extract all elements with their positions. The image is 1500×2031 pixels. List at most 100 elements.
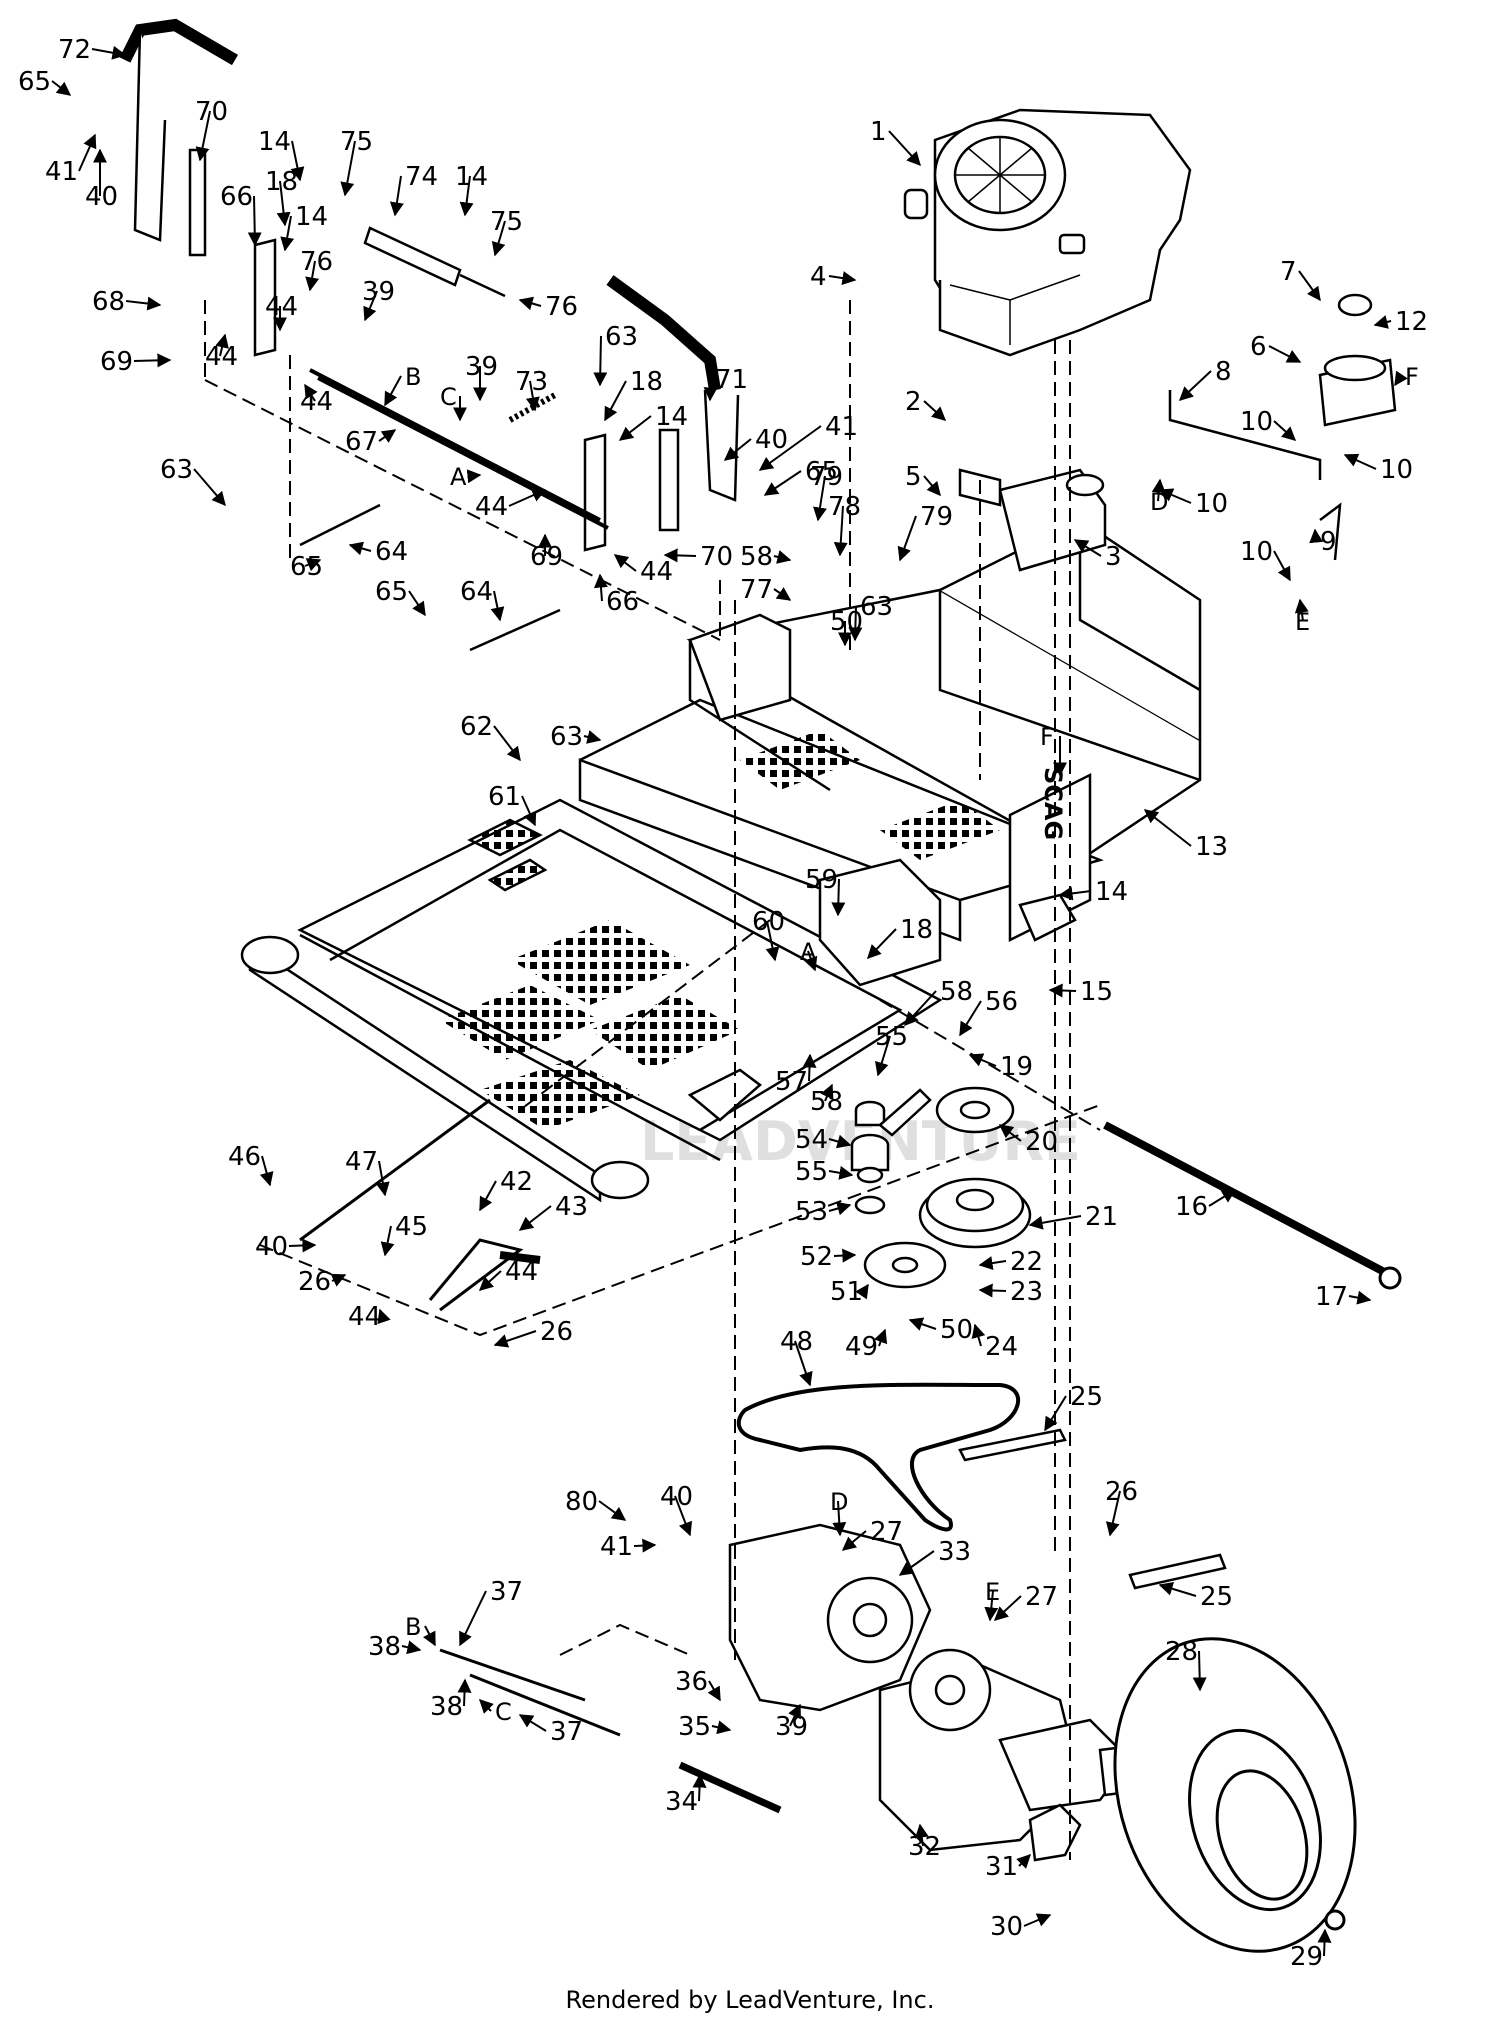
part-label-69: 69 (530, 542, 563, 572)
part-label-76: 76 (545, 292, 578, 322)
part-label-13: 13 (1195, 832, 1228, 862)
footer-credit: Rendered by LeadVenture, Inc. (565, 1986, 935, 2014)
leader-line (763, 470, 802, 496)
leader-line (855, 1283, 869, 1300)
leader-line (1016, 1854, 1031, 1869)
part-label-9: 9 (1320, 527, 1337, 557)
leader-line (133, 353, 172, 368)
leader-line (703, 378, 718, 402)
leader-line (978, 1283, 1007, 1298)
leader-line (78, 133, 97, 172)
part-label-33: 33 (938, 1537, 971, 1567)
leader-line (802, 1053, 817, 1082)
part-label-52: 52 (800, 1242, 833, 1272)
leader-line (888, 130, 921, 167)
leader-line (773, 587, 792, 601)
part-label-38: 38 (430, 1692, 463, 1722)
leader-line (525, 380, 540, 412)
leader-line (898, 1550, 935, 1576)
part-label-40: 40 (85, 182, 118, 212)
leader-line (1048, 983, 1077, 998)
part-label-44: 44 (205, 342, 238, 372)
scag-logo-text: SCAG (1039, 767, 1067, 840)
engine (903, 108, 1192, 357)
part-label-66: 66 (606, 587, 639, 617)
leader-line (923, 400, 947, 421)
part-label-46: 46 (228, 1142, 261, 1172)
part-label-65: 65 (290, 552, 323, 582)
leader-line (1044, 1395, 1067, 1432)
part-label-40: 40 (660, 1482, 693, 1512)
part-label-74: 74 (405, 162, 438, 192)
leader-line (1298, 270, 1321, 302)
leader-line (794, 1340, 813, 1387)
leader-line (773, 550, 792, 564)
leader-line (363, 290, 378, 322)
leader-line (633, 1538, 657, 1553)
leader-line (91, 45, 127, 60)
part-label-67: 67 (345, 427, 378, 457)
connection-letter-F: F (1040, 723, 1054, 751)
part-label-27: 27 (870, 1517, 903, 1547)
leader-line (51, 80, 72, 96)
part-label-72: 72 (58, 35, 91, 65)
part-label-78: 78 (828, 492, 861, 522)
leader-arrows (51, 45, 1408, 1957)
part-label-26: 26 (540, 1317, 573, 1347)
leader-line (1294, 598, 1309, 622)
part-label-64: 64 (375, 537, 408, 567)
part-label-45: 45 (395, 1212, 428, 1242)
part-label-59: 59 (805, 865, 838, 895)
part-label-58: 58 (740, 542, 773, 572)
leader-line (788, 1703, 801, 1727)
part-label-39: 39 (775, 1712, 808, 1742)
leader-line (280, 215, 295, 252)
part-label-25: 25 (1200, 1582, 1233, 1612)
leader-line (833, 505, 848, 557)
part-label-64: 64 (460, 577, 493, 607)
transmissions (728, 1523, 1147, 1862)
leader-line (518, 1205, 552, 1231)
leader-line (459, 1590, 487, 1647)
leader-line (914, 1823, 929, 1847)
part-label-65: 65 (375, 577, 408, 607)
leader-line (604, 380, 627, 422)
part-label-10: 10 (1240, 537, 1273, 567)
part-label-10: 10 (1195, 489, 1228, 519)
leader-line (193, 468, 226, 507)
leader-line (968, 1053, 997, 1067)
part-label-37: 37 (490, 1577, 523, 1607)
part-label-39: 39 (362, 277, 395, 307)
part-label-48: 48 (780, 1327, 813, 1357)
part-label-25: 25 (1070, 1382, 1103, 1412)
leader-line (490, 590, 505, 622)
leader-line (971, 1323, 986, 1347)
leader-line (978, 1256, 1007, 1271)
part-label-63: 63 (605, 322, 638, 352)
leader-line (765, 920, 780, 962)
leader-line (758, 425, 822, 471)
leader-line (479, 1699, 494, 1714)
leader-line (848, 605, 863, 642)
part-label-71: 71 (715, 365, 748, 395)
part-label-30: 30 (990, 1912, 1023, 1942)
part-label-24: 24 (985, 1332, 1018, 1362)
part-label-16: 16 (1175, 1192, 1208, 1222)
part-label-26: 26 (1105, 1477, 1138, 1507)
part-label-22: 22 (1010, 1247, 1043, 1277)
part-label-43: 43 (555, 1192, 588, 1222)
part-label-1: 1 (870, 117, 887, 147)
leader-line (711, 1720, 732, 1735)
part-label-31: 31 (985, 1852, 1018, 1882)
part-label-3: 3 (1105, 542, 1122, 572)
part-label-50: 50 (940, 1315, 973, 1345)
connection-letter-A: A (450, 463, 467, 491)
part-label-12: 12 (1395, 307, 1428, 337)
leader-line (998, 1124, 1022, 1142)
part-label-4: 4 (810, 262, 827, 292)
part-label-79: 79 (920, 502, 953, 532)
leader-line (1348, 1290, 1372, 1305)
leader-line (389, 175, 404, 217)
part-label-36: 36 (675, 1667, 708, 1697)
